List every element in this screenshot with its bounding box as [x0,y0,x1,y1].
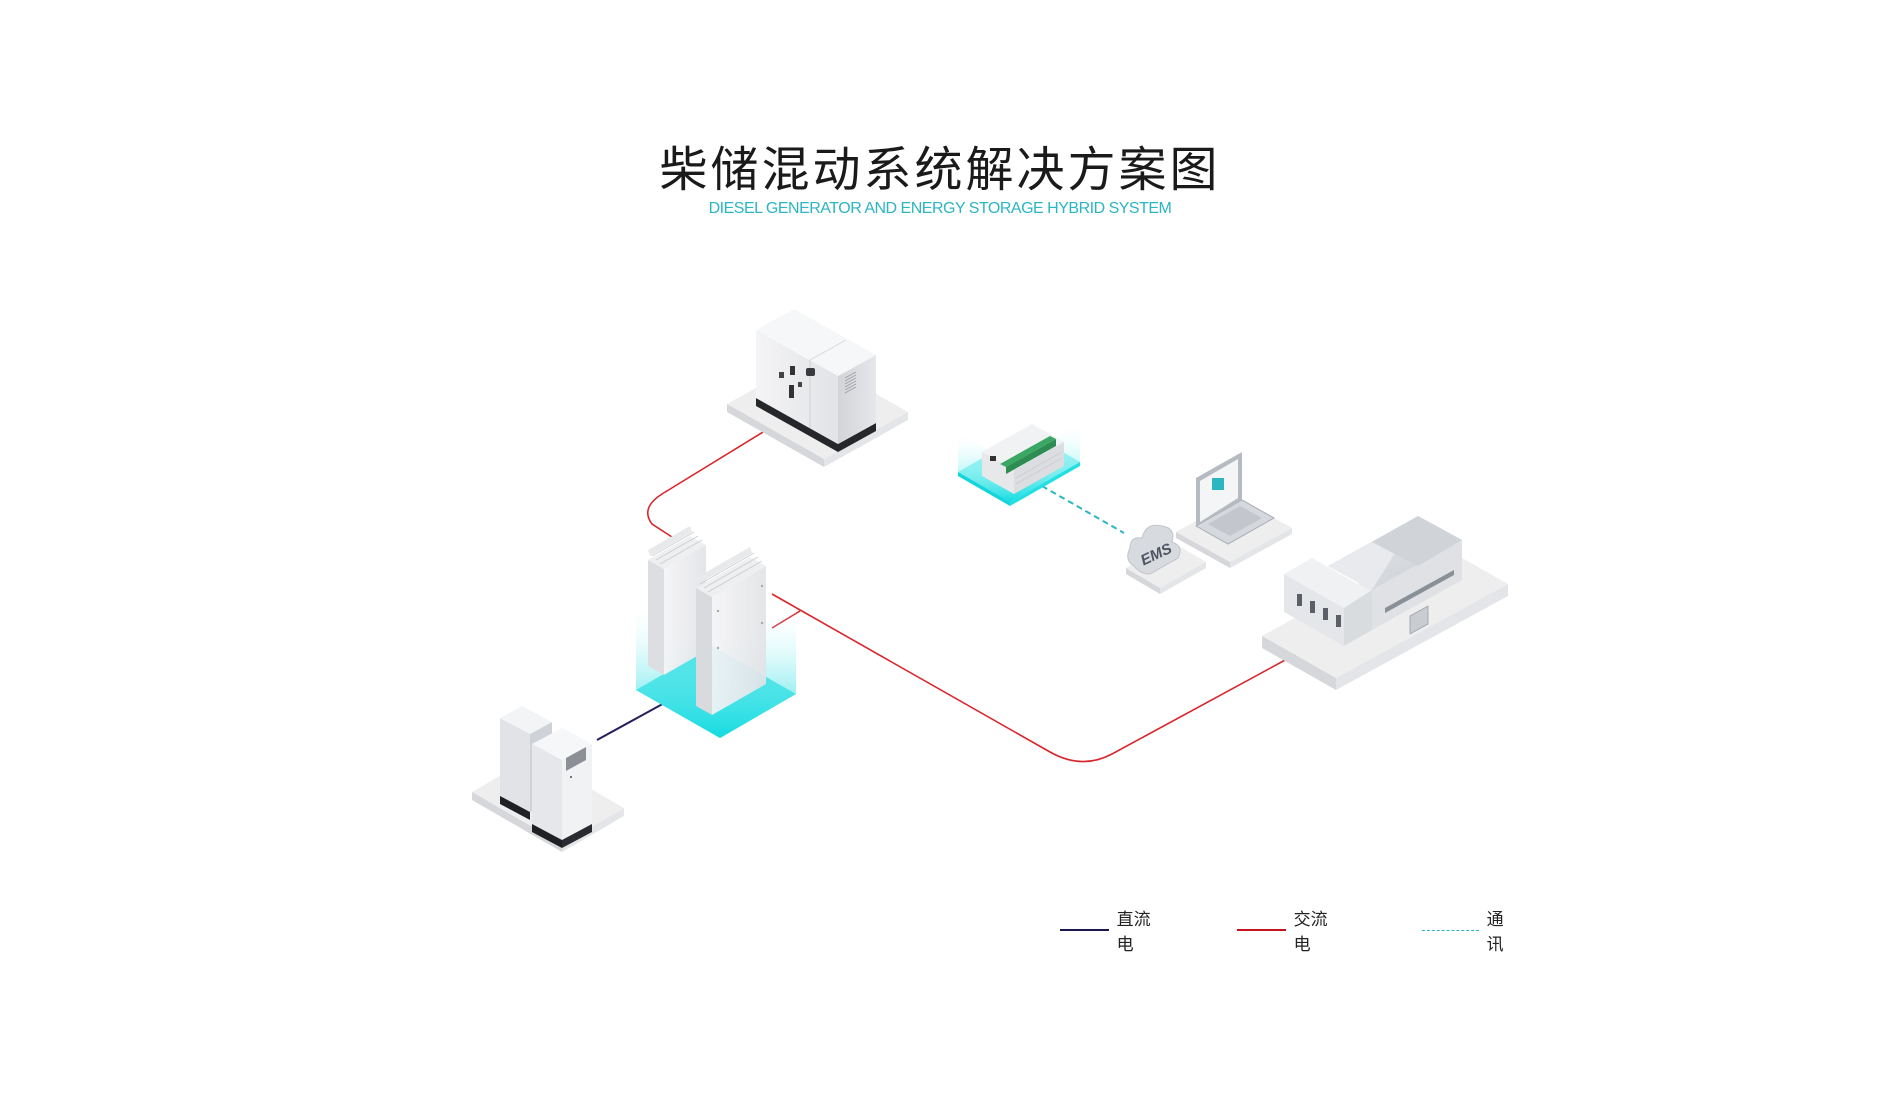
app-icon [1212,478,1224,490]
dc-line-battery-storage [596,700,669,741]
diesel-generator[interactable] [727,309,908,467]
legend-item-ac: 交流电 [1237,910,1330,955]
legend-label-comm: 通讯 [1486,910,1504,955]
monitoring-laptop[interactable] [1176,452,1292,568]
battery-cabinets[interactable] [472,706,624,852]
legend-item-comm: 通讯 [1422,910,1515,955]
legend-item-dc: 直流电 [1060,910,1153,955]
ems-cloud[interactable]: EMS [1126,524,1206,594]
controller-module[interactable] [958,422,1080,506]
connection-lines [596,431,1301,763]
comm-line-swatch [1422,929,1479,931]
ac-line-generator-storage [646,431,764,538]
diagram-subtitle: DIESEL GENERATOR AND ENERGY STORAGE HYBR… [708,200,1172,217]
ac-line-storage-factory [771,593,1301,763]
dc-line-swatch [1060,929,1109,931]
ac-line-swatch [1237,929,1286,931]
comm-line-controller-ems [1041,485,1125,534]
legend-label-dc: 直流电 [1116,910,1151,955]
energy-storage-cabinets[interactable] [636,526,796,738]
legend-label-ac: 交流电 [1293,910,1328,955]
factory-load[interactable] [1262,516,1508,690]
diagram-title: 柴储混动系统解决方案图 [659,142,1221,198]
cloud-icon [1127,524,1181,575]
